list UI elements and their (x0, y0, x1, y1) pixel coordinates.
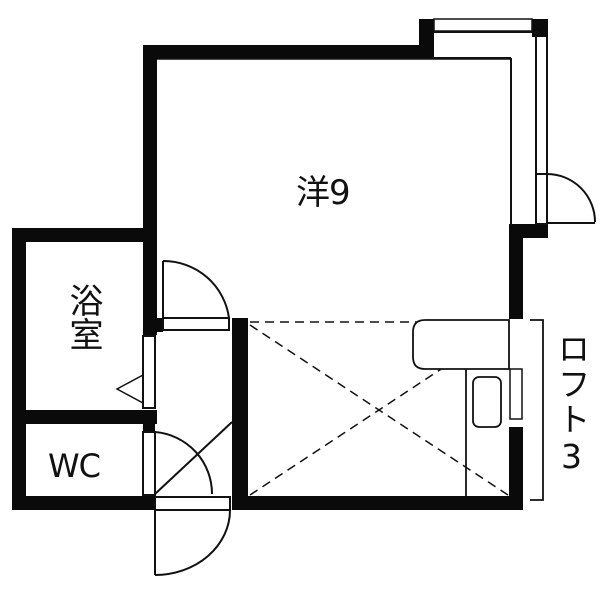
bath-door (115, 335, 156, 409)
entrance-door-top (162, 259, 230, 331)
room-label-western: 洋9 (296, 173, 351, 213)
kitchen (412, 319, 510, 496)
balcony (432, 18, 548, 225)
walls (12, 19, 548, 510)
wc-door (142, 421, 233, 496)
room-label-loft: ロフト3 (552, 332, 591, 478)
kitchen-window (509, 368, 523, 420)
front-door (154, 496, 231, 576)
room-label-wc: WC (48, 447, 101, 485)
balcony-door (535, 173, 596, 225)
room-label-bath: 浴室 (63, 283, 103, 351)
loft-bracket (530, 319, 544, 501)
